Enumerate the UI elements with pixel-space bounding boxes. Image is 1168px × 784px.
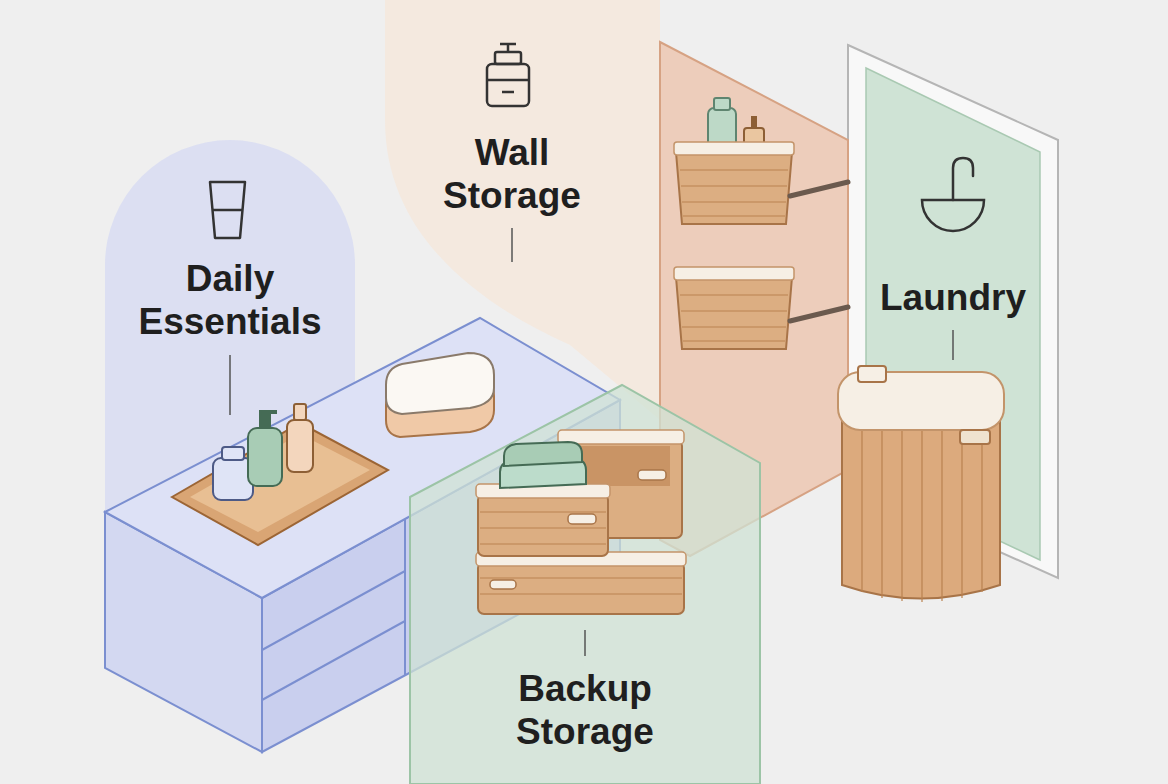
cup-icon bbox=[212, 209, 243, 212]
storage-jar-icon bbox=[495, 52, 521, 64]
tray bbox=[172, 404, 388, 545]
tray bbox=[172, 423, 388, 545]
wall-basket bbox=[674, 142, 794, 155]
tray bbox=[259, 410, 277, 414]
laundry-hamper bbox=[858, 366, 886, 382]
sink-icon bbox=[922, 158, 984, 231]
wall-basket bbox=[674, 267, 794, 280]
zone-label: Wall Storage bbox=[415, 128, 609, 220]
wall-basket bbox=[714, 98, 730, 110]
zone-label: Daily Essentials bbox=[110, 250, 350, 350]
laundry-hamper bbox=[838, 366, 1004, 602]
storage-bins bbox=[480, 512, 606, 544]
wall-basket bbox=[674, 98, 848, 224]
cup-icon bbox=[210, 182, 245, 238]
tray bbox=[287, 420, 313, 472]
storage-jar-icon bbox=[487, 44, 529, 92]
wall-basket bbox=[676, 277, 792, 349]
backup-panel bbox=[410, 385, 760, 784]
storage-bins bbox=[574, 446, 670, 486]
wall-basket bbox=[676, 152, 792, 224]
wall-basket bbox=[680, 170, 788, 216]
storage-bins bbox=[480, 578, 682, 594]
vanity-counter bbox=[262, 519, 405, 700]
leader-line bbox=[511, 228, 513, 262]
wall-basket bbox=[790, 182, 848, 196]
tray bbox=[222, 447, 244, 460]
storage-bins bbox=[558, 430, 684, 444]
storage-bins bbox=[504, 442, 582, 466]
leader-line bbox=[230, 228, 953, 656]
storage-bins bbox=[478, 494, 608, 556]
zone-title: Laundry bbox=[880, 276, 1026, 319]
storage-bins bbox=[638, 470, 666, 480]
wall-basket bbox=[790, 307, 848, 321]
tray bbox=[294, 404, 306, 420]
leader-line bbox=[952, 330, 954, 360]
storage-jar-icon bbox=[487, 44, 529, 106]
vanity-counter bbox=[105, 318, 620, 598]
zone-title: Wall Storage bbox=[415, 131, 609, 217]
laundry-hamper bbox=[960, 430, 990, 444]
storage-bins bbox=[568, 514, 596, 524]
tray bbox=[248, 428, 282, 486]
tray bbox=[259, 412, 271, 428]
folded-towel bbox=[386, 353, 494, 437]
storage-bins bbox=[490, 580, 516, 589]
storage-jar-icon bbox=[487, 64, 529, 106]
backup-panel bbox=[410, 385, 760, 784]
cup-icon bbox=[210, 182, 245, 238]
sink-icon bbox=[953, 158, 973, 200]
zone-label: Backup Storage bbox=[483, 664, 687, 756]
storage-bins bbox=[478, 562, 684, 614]
wall-basket bbox=[751, 116, 757, 128]
zone-title: Daily Essentials bbox=[110, 257, 350, 343]
leader-line bbox=[229, 355, 231, 415]
leader-line bbox=[584, 630, 586, 656]
folded-towel bbox=[386, 353, 494, 414]
sink-icon bbox=[922, 200, 984, 231]
zone-title: Backup Storage bbox=[483, 667, 687, 753]
wall-basket bbox=[674, 267, 848, 349]
wall-basket bbox=[680, 295, 788, 341]
zone-label: Laundry bbox=[862, 272, 1044, 322]
storage-bins bbox=[476, 430, 686, 614]
